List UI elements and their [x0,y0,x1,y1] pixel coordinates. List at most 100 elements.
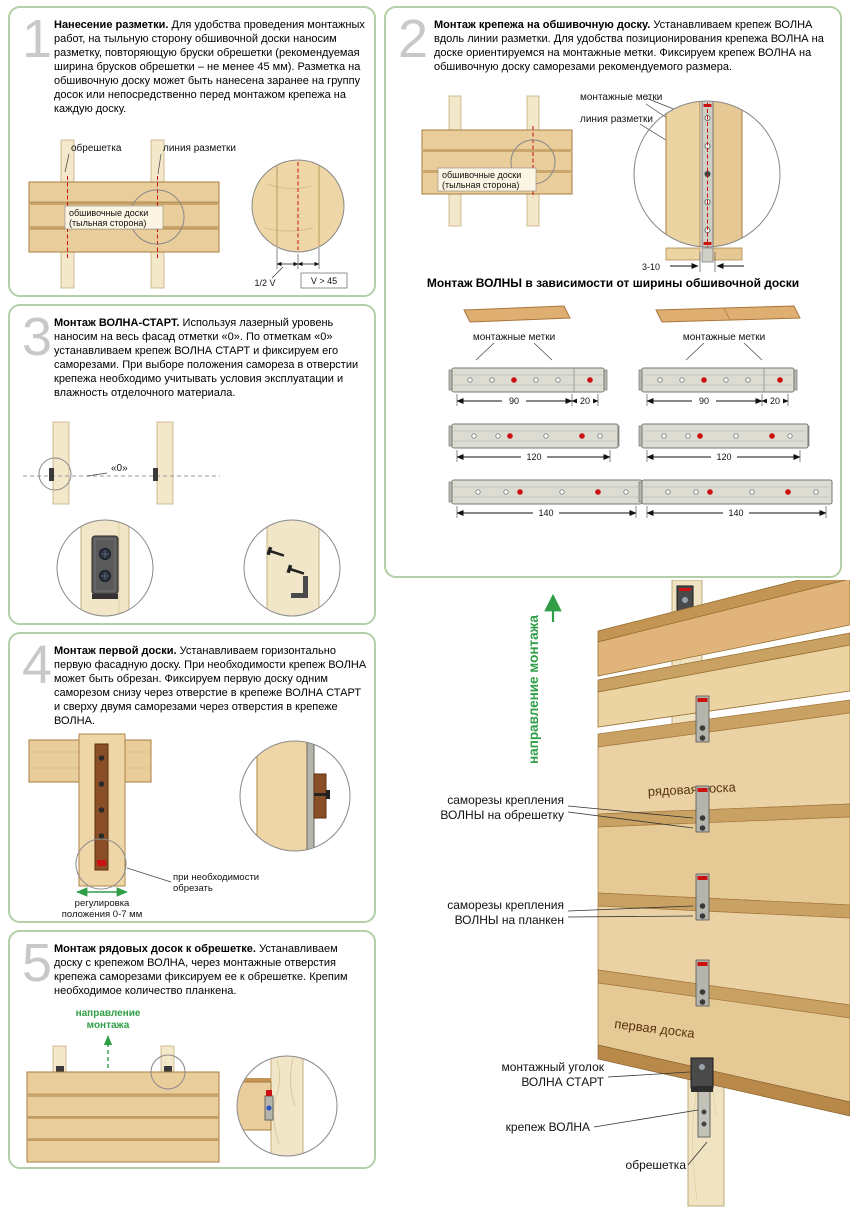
volna-start-corner [690,1057,714,1092]
step-title-1: Нанесение разметки. [54,19,169,31]
dim-20: 20 [580,396,590,406]
step-text-4: Монтаж первой доски. Устанавливаем гориз… [54,644,368,728]
label-screws-plank-2: ВОЛНЫ на планкен [455,913,564,927]
callout-leaders [567,805,708,1166]
step-title-2: Монтаж крепежа на обшивочную доску. [434,19,651,31]
detail-circle [150,1054,186,1090]
boards-caption: обшивочные доски (тыльная сторона) [437,167,537,192]
label-mounting-marks: монтажные метки [580,92,662,103]
volna-start-illustration: «0» [23,421,341,617]
dimension-140 [646,506,827,519]
dimension-90-20 [456,394,599,407]
label-cut-2: обрезать [173,883,213,894]
label-screws-batten-2: ВОЛНЫ на обрешетку [440,808,564,822]
dim-20: 20 [770,396,780,406]
zoom-detail-circle [633,100,781,248]
wall-board-2 [597,803,850,906]
label-boards-2: (тыльная сторона) [442,180,519,190]
start-clip-right [153,468,158,481]
dim-120: 120 [526,452,541,462]
label-boards-1: обшивочные доски [69,208,148,218]
label-marking-line: линия разметки [580,114,653,125]
wave-bar [448,423,620,449]
volna-strip-bottom [697,1084,711,1138]
zoom-detail-content [665,101,743,247]
dim-half-v: 1/2 V [254,278,275,288]
step-number-5: 5 [22,933,53,993]
dimension-120 [456,450,611,463]
dim-90: 90 [699,396,709,406]
label-direction-1: направление [76,1008,141,1019]
clip [164,1066,172,1073]
label-direction-2: монтажа [87,1020,130,1031]
gap-dimension [670,252,744,272]
dimension-140 [456,506,637,519]
zoom-start-clip [80,520,130,616]
step-title-5: Монтаж рядовых досок к обрешетке. [54,943,256,955]
assembly-overview-illustration: рядовая доска первая доска [440,580,850,1207]
label-adjust-2: положения 0-7 мм [62,909,142,918]
label-cut-1: при необходимости [173,872,259,883]
zoom-screws [266,520,320,616]
board-stack [26,1071,220,1163]
step-panel-3: 3 Монтаж ВОЛНА-СТАРТ. Используя лазерный… [8,304,376,625]
loose-board-lower [597,632,850,728]
wall-board-3 [597,892,850,1006]
dimension-120 [646,450,801,463]
board-right [156,421,174,505]
dim-gap: 3-10 [642,262,660,272]
label-marking-line: линия разметки [163,143,236,154]
dim-v: V > 45 [311,276,337,286]
wall-bottom-edge [597,1044,850,1117]
volna-clip [94,743,109,871]
label-mounting-marks-right: монтажные метки [683,332,765,343]
wave-bar [638,367,798,393]
volna-clip [695,695,710,743]
dimension-90-20 [646,394,789,407]
plank-wide [655,305,801,323]
label-screws-plank-1: саморезы крепления [447,898,564,912]
step-body-4: Устанавливаем горизонтально первую фасад… [54,645,367,728]
wave-bar [638,423,810,449]
zoom-circle-right [243,519,341,617]
marking-illustration: обрешетка линия разметки обшивочные доск… [28,139,348,289]
volna-clip [695,785,710,833]
dim-140: 140 [728,508,743,518]
label-batten: обрешетка [71,142,122,154]
label-corner-1: монтажный уголок [502,1060,605,1074]
step-title-3: Монтаж ВОЛНА-СТАРТ. [54,317,180,329]
label-direction: направление монтажа [526,615,541,764]
dim-120: 120 [716,452,731,462]
row-boards-illustration: направление монтажа [26,1008,338,1163]
start-clip-left [49,468,54,481]
label-zero: «0» [111,463,128,474]
wall-board-4 [597,969,850,1103]
subheading: Монтаж ВОЛНЫ в зависимости от ширины обш… [426,276,800,290]
zoom-detail-content [237,1056,304,1156]
dim-140: 140 [538,508,553,518]
board-caption-row: рядовая доска [647,779,737,799]
zoom-detail [251,159,345,253]
plank-narrow [463,305,571,323]
zoom-circle [239,740,351,852]
zoom-circle-left [56,519,154,617]
step-panel-2: 2 Монтаж крепежа на обшивочную доску. Ус… [384,6,842,578]
dimensions [271,248,320,279]
label-adjust-1: регулировка [75,898,130,909]
label-screws-batten-1: саморезы крепления [447,793,564,807]
step-text-5: Монтаж рядовых досок к обрешетке. Устана… [54,942,368,998]
step-body-3: Используя лазерный уровень наносим на ве… [54,317,359,400]
label-batten: обрешетка [626,1158,687,1172]
wave-bar [638,479,833,505]
dim-v-box [300,272,348,289]
label-boards-1: обшивочные доски [442,170,521,180]
step-panel-1: 1 Нанесение разметки. Для удобства прове… [8,6,376,297]
label-mounting-marks-left: монтажные метки [473,332,555,343]
step-panel-4: 4 Монтаж первой доски. Устанавливаем гор… [8,632,376,923]
fastener-placement-illustration: обшивочные доски (тыльная сторона) монта… [421,92,781,272]
loose-board-upper [597,580,850,677]
first-board-illustration: регулировка положения 0-7 мм при необход… [28,733,351,918]
step-number-3: 3 [22,307,53,367]
step-body-5: Устанавливаем доску с крепежом ВОЛНА, че… [54,943,348,998]
